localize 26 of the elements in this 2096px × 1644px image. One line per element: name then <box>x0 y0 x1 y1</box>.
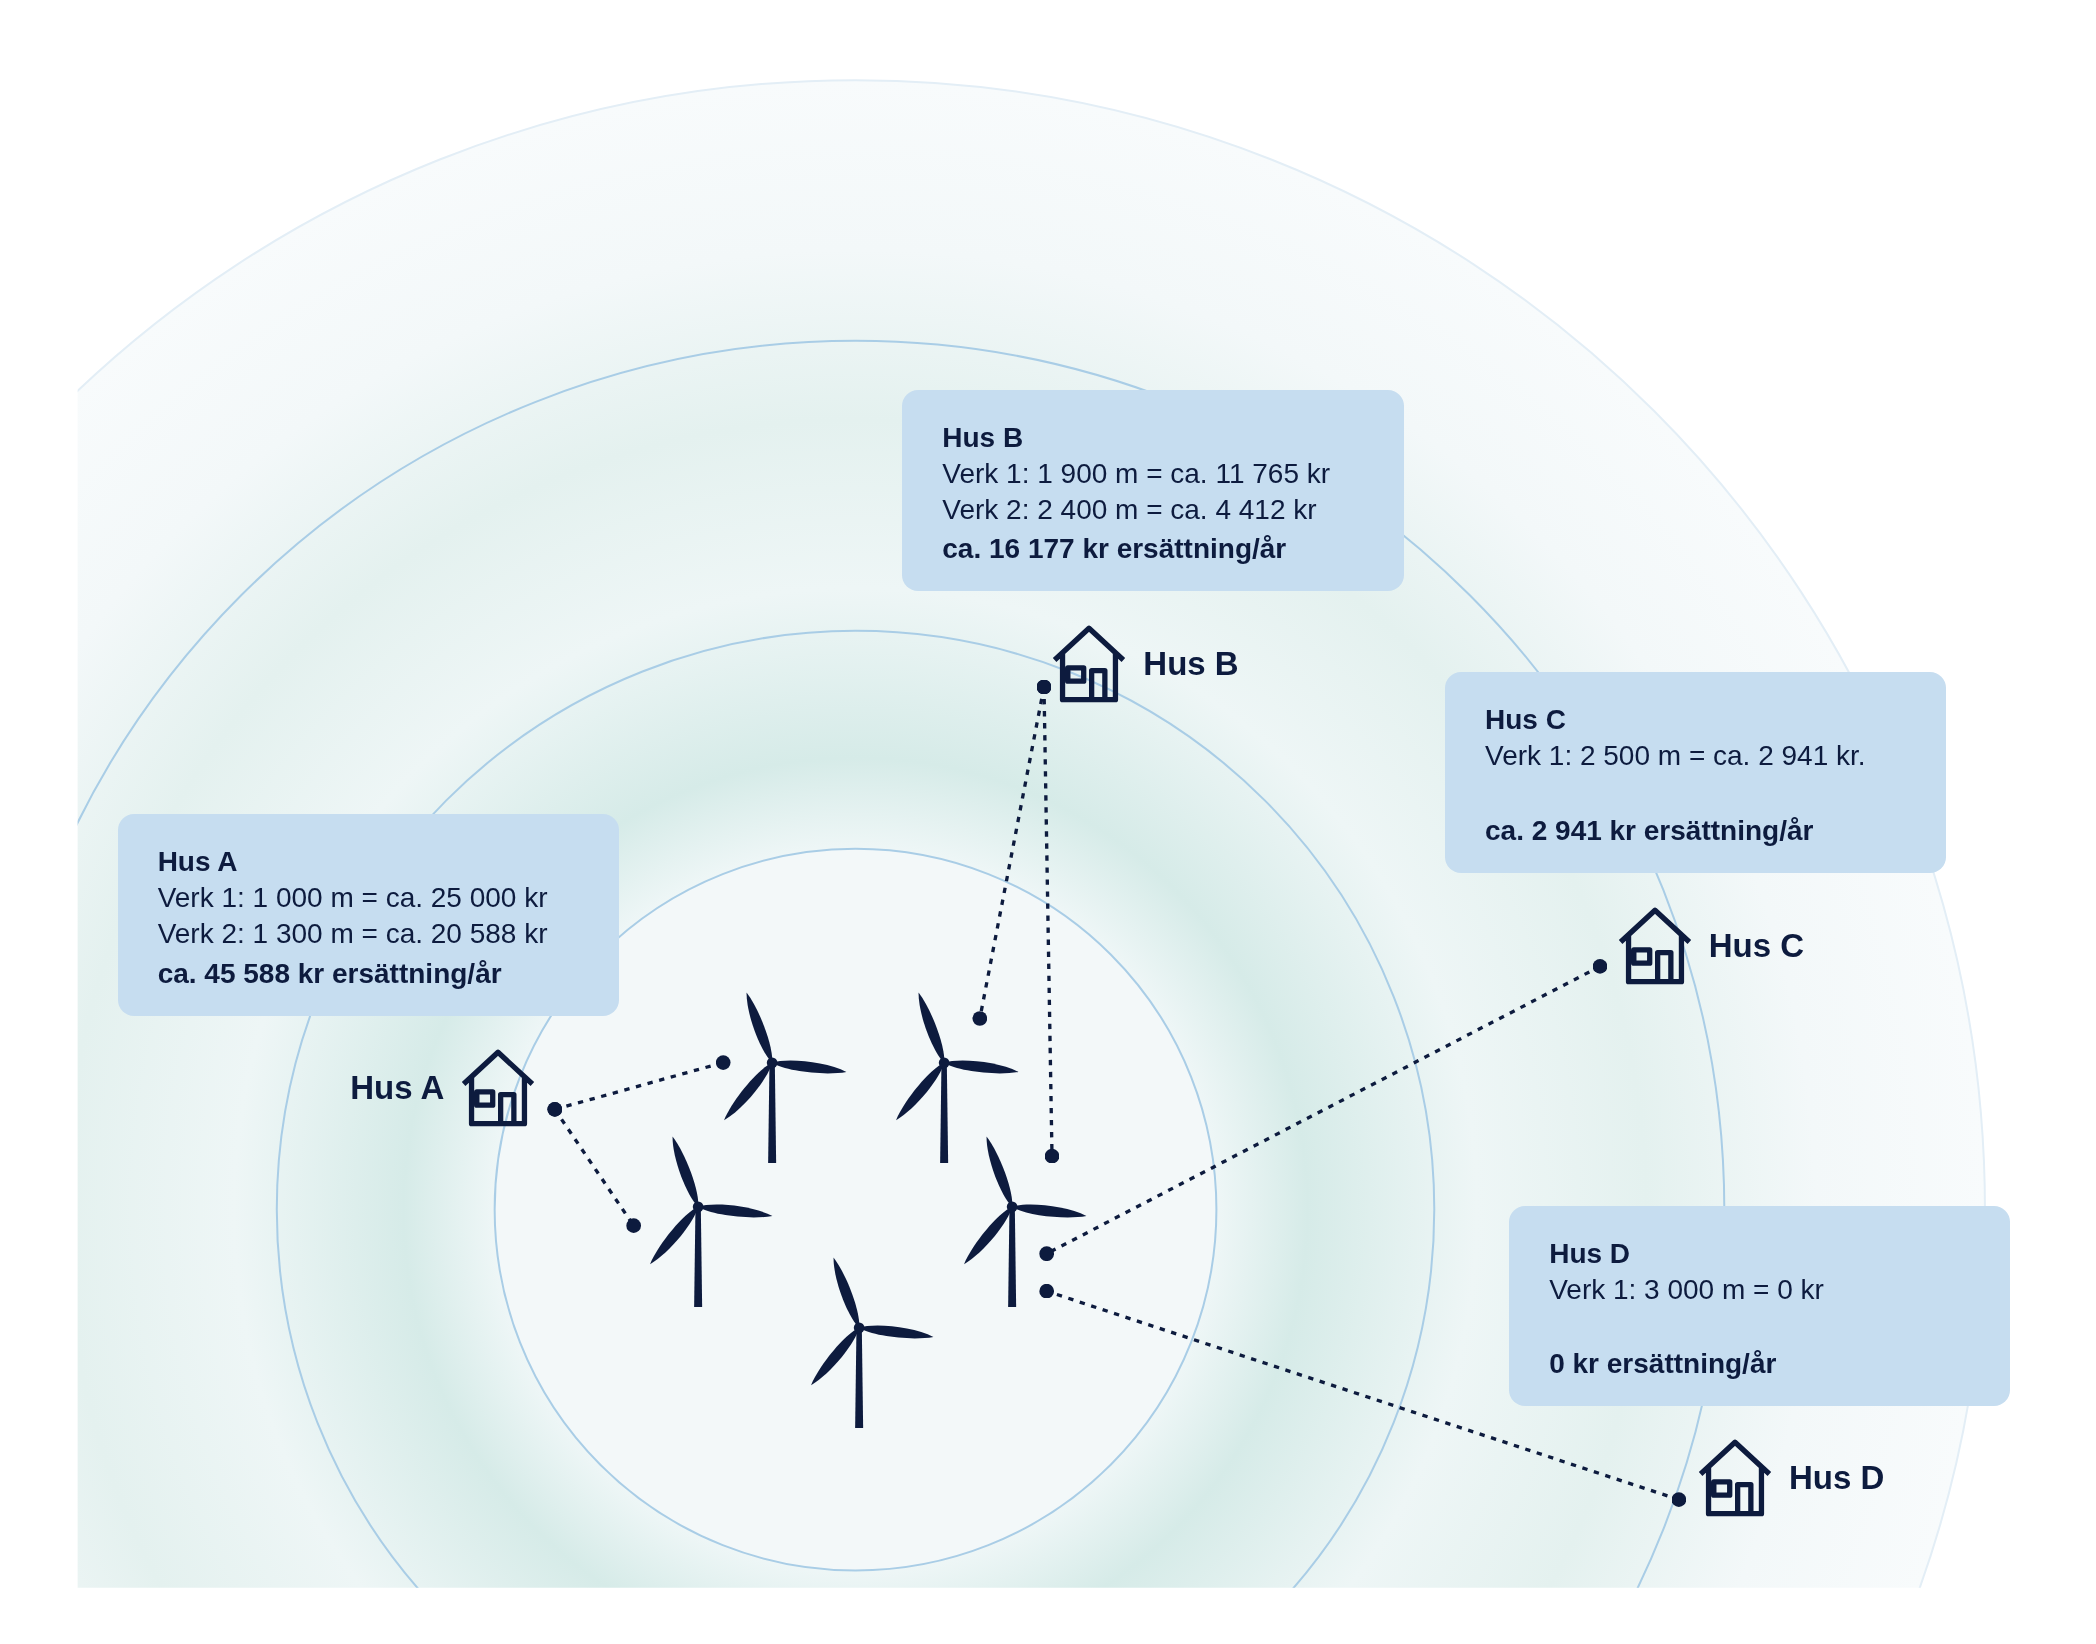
card-heading: Hus D <box>1549 1236 1632 1271</box>
house-label: Hus B <box>1143 644 1239 683</box>
card-heading: Hus C <box>1485 703 1567 738</box>
dotted-connector <box>547 1102 641 1233</box>
house-label: Hus C <box>1708 926 1805 965</box>
total-text: ca. 2 941 kr ersättning/år <box>1485 813 1815 848</box>
total-text: ca. 16 177 kr ersättning/år <box>942 531 1288 566</box>
house-label: Hus A <box>350 1068 445 1107</box>
total-text: ca. 45 588 kr ersättning/år <box>157 956 503 991</box>
distance-text: Verk 1: 1 900 m = ca. 11 765 kr <box>942 457 1332 492</box>
distance-text: Verk 2: 1 300 m = ca. 20 588 kr <box>157 917 549 952</box>
info-card <box>902 390 1404 591</box>
distance-text: Verk 1: 1 000 m = ca. 25 000 kr <box>157 881 549 916</box>
distance-text: Verk 1: 2 500 m = ca. 2 941 kr. <box>1485 739 1867 774</box>
total-text: 0 kr ersättning/år <box>1549 1347 1778 1382</box>
distance-text: Verk 2: 2 400 m = ca. 4 412 kr <box>942 493 1318 528</box>
distance-text: Verk 1: 3 000 m = 0 kr <box>1549 1272 1825 1307</box>
card-heading: Hus A <box>157 845 239 880</box>
info-card <box>1445 672 1947 873</box>
dotted-connector <box>1036 679 1060 1164</box>
card-heading: Hus B <box>942 421 1025 456</box>
dotted-connector <box>1039 959 1608 1262</box>
dotted-connector <box>1039 1283 1687 1507</box>
info-card <box>1509 1205 2011 1407</box>
info-card <box>117 814 619 1016</box>
house-label: Hus D <box>1788 1459 1885 1497</box>
